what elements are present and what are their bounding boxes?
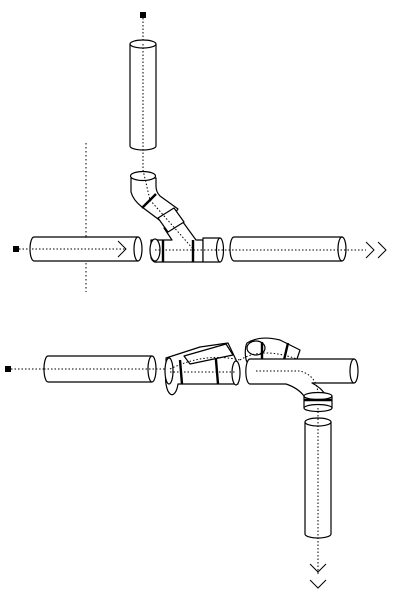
straight-pipe-vertical — [129, 39, 157, 170]
top-assembly — [13, 12, 387, 292]
straight-pipe-vertical — [304, 408, 332, 589]
wye-fitting — [164, 342, 241, 396]
flow-direction-chevron — [377, 241, 387, 259]
flow-direction-chevron — [365, 241, 375, 259]
flow-start-marker — [13, 246, 19, 252]
straight-pipe-inlet — [13, 236, 143, 262]
bottom-assembly — [5, 337, 359, 589]
straight-pipe-main — [245, 358, 359, 397]
flow-start-marker — [140, 12, 146, 18]
coupling — [303, 391, 333, 413]
straight-pipe-outlet — [225, 236, 387, 262]
straight-pipe-inlet — [5, 355, 170, 383]
flow-direction-chevron — [309, 579, 327, 589]
flow-start-marker — [5, 366, 11, 372]
wye-fitting — [149, 199, 225, 263]
flow-direction-chevron — [309, 563, 327, 573]
